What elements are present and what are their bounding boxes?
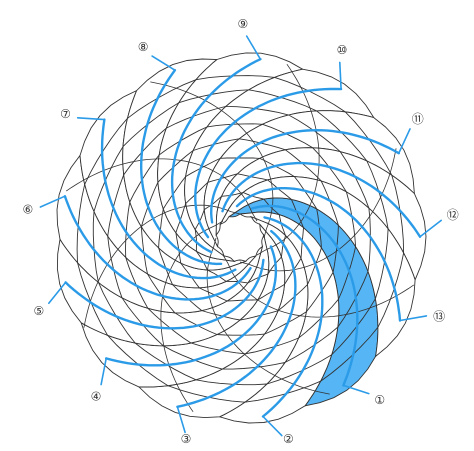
spiral-leader [39,195,66,208]
spiral-line [235,187,402,322]
spiral-line [209,128,400,224]
scale [374,251,416,358]
spiral-leader [399,315,428,322]
scale-seam [160,220,224,413]
spiral-label: ⑫ [447,208,459,222]
spiral-leader [339,61,342,90]
spiral-label: ⑪ [412,112,424,126]
spiral-line [261,216,324,418]
spiral-line [176,230,297,408]
spiral-line [64,258,265,330]
spiral-leader [176,406,186,434]
spiral-line [170,58,262,254]
spiral-line [100,118,237,280]
spiral-label: ⑩ [337,43,348,57]
spiral-label: ⑨ [238,17,249,31]
spiral-label: ① [374,393,385,407]
scale-seam [206,237,330,395]
spiral-line [105,245,278,367]
spiral-label: ⑬ [433,310,445,324]
spiral-leader [262,415,283,437]
spiral-leader [419,219,442,238]
spiral-labels-layer: ① ② ③ ④ ⑤ ⑥ ⑦ ⑧ ⑨ ⑩ ⑪ ⑫ ⑬ [23,17,459,446]
spiral-leader [342,384,370,395]
scale-seam [222,254,415,318]
spiral-line [63,195,252,301]
scale-seam [256,63,320,256]
scale-seam [239,148,397,272]
spiral-leader [76,117,106,121]
spiral-label: ⑧ [138,40,149,54]
spiral-leader [245,35,262,60]
scale-seam [150,81,274,239]
spiral-line [221,161,422,238]
spiral-label: ③ [181,432,192,446]
spiral-leader [100,357,107,386]
spiral-label: ⑤ [34,304,45,318]
spiral-line [140,69,223,266]
spiral-label: ④ [91,389,102,403]
spiral-label: ⑥ [23,202,34,216]
spiral-leader [48,281,67,305]
spiral-lines-layer [39,35,442,437]
scale-seam [83,204,241,328]
spiral-label: ② [283,432,294,446]
spiral-label: ⑦ [60,107,71,121]
spiral-line [194,87,343,239]
spiral-line [250,204,359,387]
spiral-leader [398,128,411,154]
spiral-leader [151,55,176,71]
